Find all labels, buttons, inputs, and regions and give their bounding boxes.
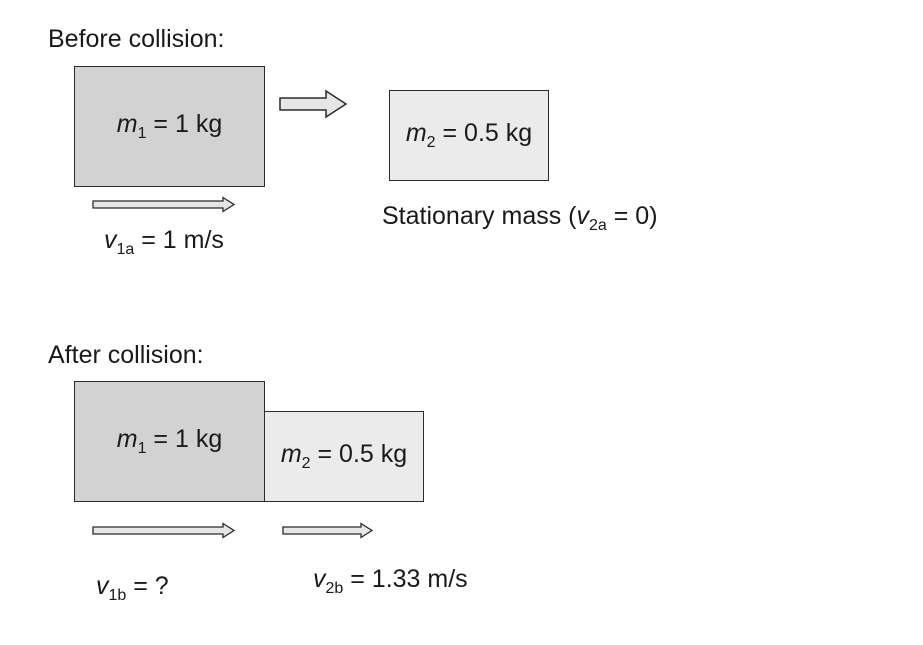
mass1-block-after: m1 = 1 kg: [74, 381, 265, 502]
v1a-symbol: v: [104, 226, 117, 254]
mass1-value-after: = 1 kg: [146, 425, 223, 453]
motion-arrow-icon: [279, 89, 348, 119]
before-heading: Before collision:: [48, 25, 225, 53]
mass2-block-before: m2 = 0.5 kg: [389, 90, 549, 181]
stationary-mass-caption: Stationary mass (v2a = 0): [382, 202, 658, 235]
mass1-subscript-after: 1: [137, 440, 147, 457]
mass2-label-after: m2 = 0.5 kg: [281, 440, 407, 473]
mass1-label-before: m1 = 1 kg: [117, 110, 222, 143]
mass2-value-after: = 0.5 kg: [310, 440, 408, 468]
mass1-block-before: m1 = 1 kg: [74, 66, 265, 187]
velocity-arrow-icon: [92, 196, 236, 213]
stationary-value: = 0): [606, 202, 658, 230]
mass2-subscript-after: 2: [301, 455, 311, 472]
velocity-arrow-icon: [282, 522, 374, 539]
mass1-value: = 1 kg: [146, 110, 223, 138]
v2b-label: v2b = 1.33 m/s: [313, 565, 468, 598]
mass1-symbol: m: [116, 110, 138, 138]
mass1-subscript: 1: [137, 125, 147, 142]
stationary-prefix: Stationary mass (: [382, 202, 577, 230]
mass2-subscript: 2: [426, 134, 436, 151]
mass2-symbol: m: [405, 119, 427, 147]
v2a-symbol: v: [576, 202, 590, 230]
mass2-symbol-after: m: [280, 440, 302, 468]
mass2-block-after: m2 = 0.5 kg: [264, 411, 424, 502]
v2a-subscript: 2a: [589, 217, 607, 234]
after-heading: After collision:: [48, 341, 204, 369]
v1a-label: v1a = 1 m/s: [104, 226, 224, 259]
v2b-symbol: v: [313, 565, 326, 593]
v1b-value: = ?: [126, 572, 169, 600]
velocity-arrow-icon: [92, 522, 236, 539]
v2b-value: = 1.33 m/s: [343, 565, 468, 593]
mass1-label-after: m1 = 1 kg: [117, 425, 222, 458]
v1b-symbol: v: [96, 572, 109, 600]
v2b-subscript: 2b: [325, 580, 344, 597]
v1b-label: v1b = ?: [96, 572, 169, 605]
v1b-subscript: 1b: [108, 587, 127, 604]
mass2-value: = 0.5 kg: [435, 119, 533, 147]
v1a-value: = 1 m/s: [134, 226, 224, 254]
v1a-subscript: 1a: [116, 241, 135, 258]
mass1-symbol-after: m: [116, 425, 138, 453]
mass2-label-before: m2 = 0.5 kg: [406, 119, 532, 152]
